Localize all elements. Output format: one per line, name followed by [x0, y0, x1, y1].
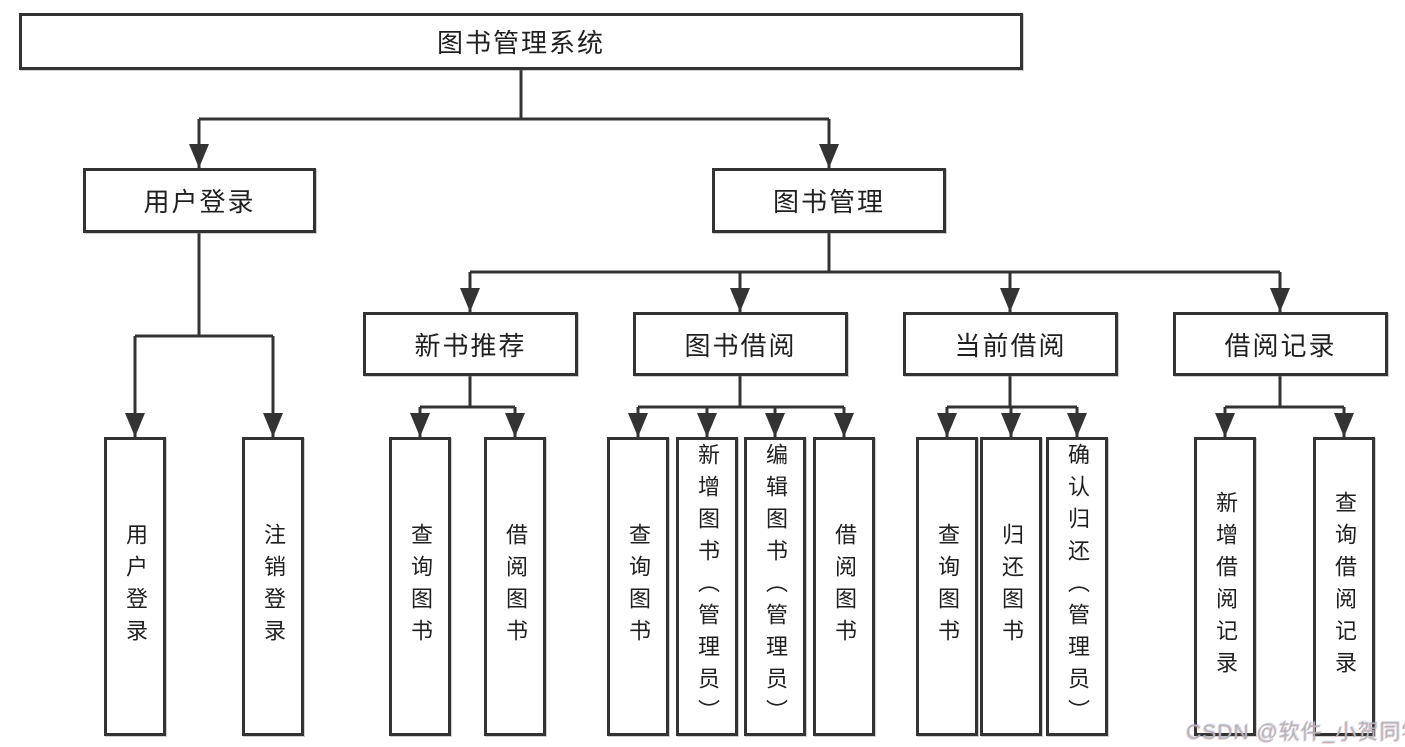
- arrowhead: [1270, 288, 1290, 312]
- node-system-root-label: 图书管理系统: [436, 28, 605, 58]
- node-current-borrowing: 当前借阅: [903, 312, 1118, 376]
- leaf-current-confirm-return-admin: 确认归还（管理员）: [1046, 437, 1108, 736]
- leaf-recommend-query-books-label: 查询图书: [408, 522, 433, 651]
- arrowhead: [125, 413, 145, 437]
- leaf-current-query-books: 查询图书: [916, 437, 978, 736]
- node-book-management-label: 图书管理: [772, 187, 885, 217]
- leaf-recommend-borrow-books-label: 借阅图书: [503, 522, 528, 651]
- arrowhead: [505, 413, 525, 437]
- arrowhead: [1000, 288, 1020, 312]
- leaf-recommend-borrow-books: 借阅图书: [484, 437, 546, 736]
- leaf-logout-login-label: 注销登录: [261, 522, 286, 651]
- node-current-borrowing-label: 当前借阅: [954, 330, 1067, 361]
- arrowhead: [1215, 413, 1235, 437]
- node-book-management: 图书管理: [712, 168, 946, 233]
- arrowhead: [1067, 413, 1087, 437]
- leaf-borrowing-borrow-books-label: 借阅图书: [832, 522, 857, 651]
- leaf-borrowing-edit-book-admin: 编辑图书（管理员）: [744, 437, 806, 736]
- leaf-current-query-books-label: 查询图书: [935, 522, 960, 651]
- leaf-borrowing-edit-book-admin-label: 编辑图书（管理员）: [763, 442, 788, 731]
- arrowhead: [834, 413, 854, 437]
- arrowhead: [460, 288, 480, 312]
- leaf-borrowing-borrow-books: 借阅图书: [813, 437, 875, 736]
- leaf-user-login-label: 用户登录: [123, 522, 148, 651]
- arrowhead: [1334, 413, 1354, 437]
- arrowhead: [937, 413, 957, 437]
- leaf-records-add-record-label: 新增借阅记录: [1213, 490, 1238, 683]
- leaf-records-query-record-label: 查询借阅记录: [1332, 490, 1357, 683]
- arrowhead: [819, 144, 839, 168]
- leaf-current-confirm-return-admin-label: 确认归还（管理员）: [1065, 442, 1090, 731]
- leaf-recommend-query-books: 查询图书: [389, 437, 451, 736]
- arrowhead: [697, 413, 717, 437]
- arrowhead: [189, 144, 209, 168]
- csdn-watermark: CSDN @软件_小贺同学: [1186, 721, 1405, 744]
- arrowhead: [1001, 413, 1021, 437]
- leaf-logout-login: 注销登录: [242, 437, 304, 736]
- leaf-current-return-books-label: 归还图书: [999, 522, 1024, 651]
- leaf-user-login: 用户登录: [104, 437, 166, 736]
- node-new-book-recommendation: 新书推荐: [363, 312, 578, 376]
- node-user-login-label: 用户登录: [143, 187, 256, 217]
- node-borrowing-records: 借阅记录: [1173, 312, 1388, 376]
- node-user-login: 用户登录: [83, 168, 316, 233]
- leaf-borrowing-query-books-label: 查询图书: [626, 522, 651, 651]
- node-new-book-recommendation-label: 新书推荐: [414, 330, 527, 361]
- node-book-borrowing: 图书借阅: [633, 312, 848, 376]
- arrowhead: [730, 288, 750, 312]
- node-system-root: 图书管理系统: [19, 13, 1023, 70]
- leaf-current-return-books: 归还图书: [980, 437, 1042, 736]
- node-borrowing-records-label: 借阅记录: [1224, 330, 1337, 361]
- arrowhead: [628, 413, 648, 437]
- arrowhead: [410, 413, 430, 437]
- leaf-borrowing-query-books: 查询图书: [607, 437, 669, 736]
- arrowhead: [263, 413, 283, 437]
- connector-path: [133, 70, 1346, 437]
- node-book-borrowing-label: 图书借阅: [684, 330, 797, 361]
- leaf-borrowing-add-book-admin: 新增图书（管理员）: [676, 437, 738, 736]
- leaf-records-add-record: 新增借阅记录: [1194, 437, 1256, 736]
- leaf-borrowing-add-book-admin-label: 新增图书（管理员）: [695, 442, 720, 731]
- leaf-records-query-record: 查询借阅记录: [1313, 437, 1375, 736]
- arrowhead: [765, 413, 785, 437]
